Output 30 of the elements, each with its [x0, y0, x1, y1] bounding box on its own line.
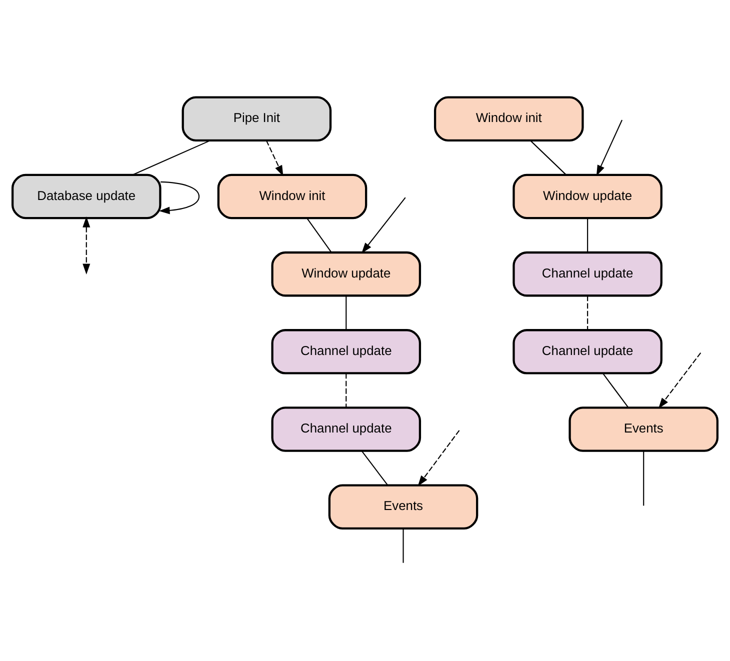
- connector: [402, 528, 404, 563]
- node-box: Channel update: [271, 329, 422, 374]
- node-box: Channel update: [512, 251, 662, 297]
- connector: [306, 218, 332, 253]
- connector: [587, 296, 588, 330]
- node-box: Window init: [434, 96, 584, 142]
- connector: [346, 373, 347, 408]
- node-box: Channel update: [512, 329, 662, 374]
- connector: [132, 140, 210, 176]
- node-box: Channel update: [271, 406, 422, 452]
- connector: [602, 373, 629, 408]
- connector: [530, 140, 566, 176]
- node-box: Window update: [271, 251, 422, 297]
- connector: [346, 296, 347, 330]
- arrow: [158, 181, 200, 214]
- node-box: Pipe Init: [182, 96, 332, 142]
- node-box: Window init: [217, 174, 368, 220]
- node-box: Events: [568, 406, 719, 452]
- node-box: Database update: [11, 174, 162, 220]
- connector: [643, 450, 644, 506]
- node-box: Events: [328, 484, 478, 530]
- arrow: [82, 216, 90, 275]
- arrow: [596, 120, 623, 176]
- arrow: [658, 352, 702, 409]
- connector: [361, 450, 388, 486]
- arrow: [362, 197, 406, 254]
- node-box: Window update: [512, 174, 662, 220]
- arrow: [418, 430, 460, 486]
- arrow: [266, 140, 284, 176]
- connector: [587, 218, 588, 252]
